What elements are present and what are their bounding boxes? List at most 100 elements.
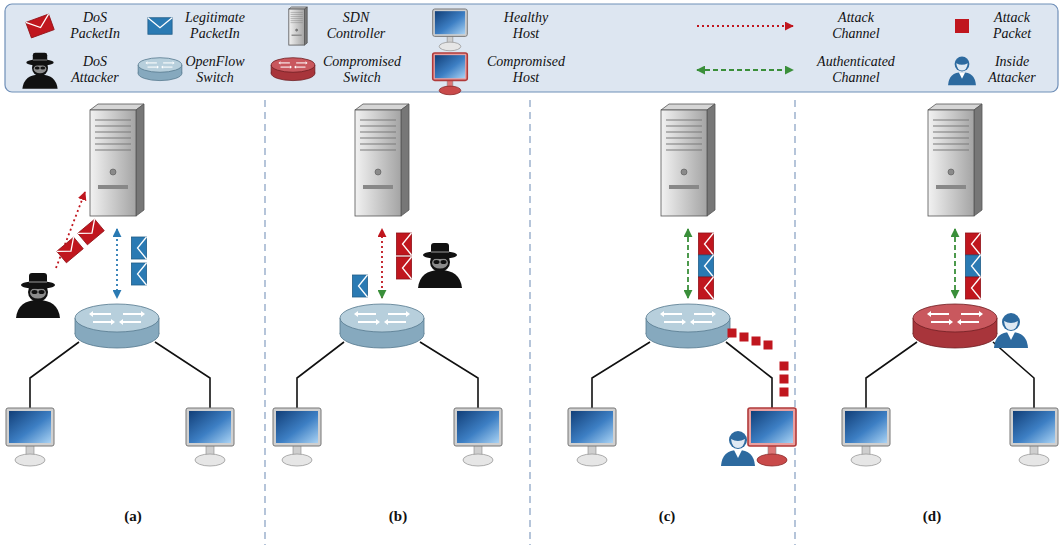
legend-text: Compromised Switch bbox=[323, 54, 401, 85]
host-link bbox=[30, 342, 79, 408]
host-frame bbox=[6, 408, 54, 446]
switch-top bbox=[913, 304, 997, 332]
attack-packet bbox=[780, 375, 789, 384]
legend-text: Inside Attacker bbox=[988, 54, 1035, 85]
host-screen bbox=[276, 411, 318, 443]
server-button bbox=[948, 169, 954, 175]
inside-attacker bbox=[721, 431, 755, 466]
packetin-envelope bbox=[397, 233, 412, 255]
envelope-body bbox=[699, 255, 714, 277]
compromised-switch bbox=[913, 304, 997, 348]
server-slot bbox=[666, 125, 702, 126]
legend-text: Legitimate PacketIn bbox=[185, 10, 245, 41]
attacker-glass bbox=[40, 66, 45, 69]
legend-icon bbox=[22, 53, 57, 89]
panel-label: (c) bbox=[659, 508, 676, 525]
server-slot bbox=[291, 22, 303, 23]
server-slot bbox=[933, 125, 969, 126]
switch-arrowhead bbox=[141, 311, 145, 317]
host-base bbox=[15, 454, 45, 466]
insider-collar bbox=[959, 72, 966, 79]
host-base bbox=[1019, 454, 1049, 466]
switch-arrowhead bbox=[89, 311, 93, 317]
attacker-body bbox=[16, 300, 60, 318]
switch-arrow bbox=[694, 313, 712, 315]
host-base bbox=[282, 454, 312, 466]
switch-arrow bbox=[931, 313, 949, 315]
switch-arrow bbox=[148, 62, 157, 63]
switch-arrowhead bbox=[682, 319, 686, 325]
switch-arrow bbox=[281, 62, 290, 63]
insider-face bbox=[956, 63, 967, 70]
healthy-host bbox=[1010, 408, 1058, 466]
host-base bbox=[851, 454, 881, 466]
host-base bbox=[577, 454, 607, 466]
envelope-flap bbox=[403, 257, 412, 279]
envelope-flap bbox=[26, 14, 52, 32]
server-top bbox=[928, 104, 982, 110]
host-frame bbox=[186, 408, 234, 446]
server-side bbox=[707, 104, 715, 216]
server-slot bbox=[360, 137, 396, 138]
server-slot bbox=[666, 119, 702, 120]
server-front bbox=[355, 110, 401, 216]
server-top bbox=[355, 104, 409, 110]
host-screen bbox=[845, 411, 887, 443]
envelope-flap bbox=[705, 255, 714, 277]
server-slot bbox=[95, 149, 131, 150]
attacker-hat bbox=[29, 273, 47, 285]
host-link bbox=[297, 342, 344, 408]
envelope-flap bbox=[403, 233, 412, 255]
legend-icon bbox=[148, 18, 172, 35]
host-frame bbox=[842, 408, 890, 446]
envelope-body bbox=[966, 277, 981, 299]
server-slot bbox=[666, 149, 702, 150]
attack-channel bbox=[697, 25, 793, 27]
server-slot bbox=[291, 12, 303, 13]
legend-icon bbox=[955, 19, 969, 33]
panels bbox=[6, 104, 1058, 466]
packetin-envelope bbox=[699, 277, 714, 299]
switch-arrow bbox=[358, 321, 376, 323]
openflow-switch bbox=[75, 304, 159, 348]
envelope-body bbox=[397, 257, 412, 279]
insider-head bbox=[729, 431, 747, 449]
envelope-flap bbox=[138, 237, 147, 259]
switch-arrow bbox=[148, 67, 157, 68]
envelope-body bbox=[699, 233, 714, 255]
packetin-envelope bbox=[966, 277, 981, 299]
envelope-flap bbox=[972, 255, 981, 277]
attacker-hat bbox=[431, 243, 449, 255]
server-drive bbox=[292, 35, 302, 36]
packetin-envelope bbox=[132, 237, 147, 259]
server-side bbox=[136, 104, 144, 216]
legend-icon bbox=[289, 7, 307, 45]
envelope-body bbox=[78, 219, 104, 245]
panel bbox=[273, 104, 502, 466]
switch-arrowhead bbox=[949, 319, 953, 325]
attacker-hatband bbox=[29, 281, 47, 283]
switch-arrowhead bbox=[161, 66, 163, 69]
server-slot bbox=[360, 125, 396, 126]
packetin-envelope bbox=[699, 255, 714, 277]
host-frame bbox=[568, 408, 616, 446]
host-screen bbox=[435, 11, 465, 34]
host-link bbox=[420, 342, 478, 408]
server-front bbox=[289, 9, 305, 45]
attacker-face bbox=[34, 64, 47, 73]
compromised-switch bbox=[271, 58, 315, 81]
panel-label: (d) bbox=[923, 508, 941, 525]
attacker-glass bbox=[39, 290, 45, 294]
envelope-flap bbox=[705, 233, 714, 255]
packetin-envelope bbox=[78, 219, 104, 245]
packetin-envelope bbox=[353, 275, 368, 297]
legend-text: Authenticated Channel bbox=[817, 54, 895, 85]
authenticated-channel bbox=[954, 229, 956, 298]
host-base bbox=[439, 86, 461, 95]
switch-arrowhead bbox=[660, 311, 664, 317]
healthy-host bbox=[568, 408, 616, 466]
insider-body bbox=[948, 72, 976, 85]
server-slot bbox=[666, 137, 702, 138]
server-slot bbox=[291, 14, 303, 15]
envelope-flap bbox=[359, 275, 368, 297]
